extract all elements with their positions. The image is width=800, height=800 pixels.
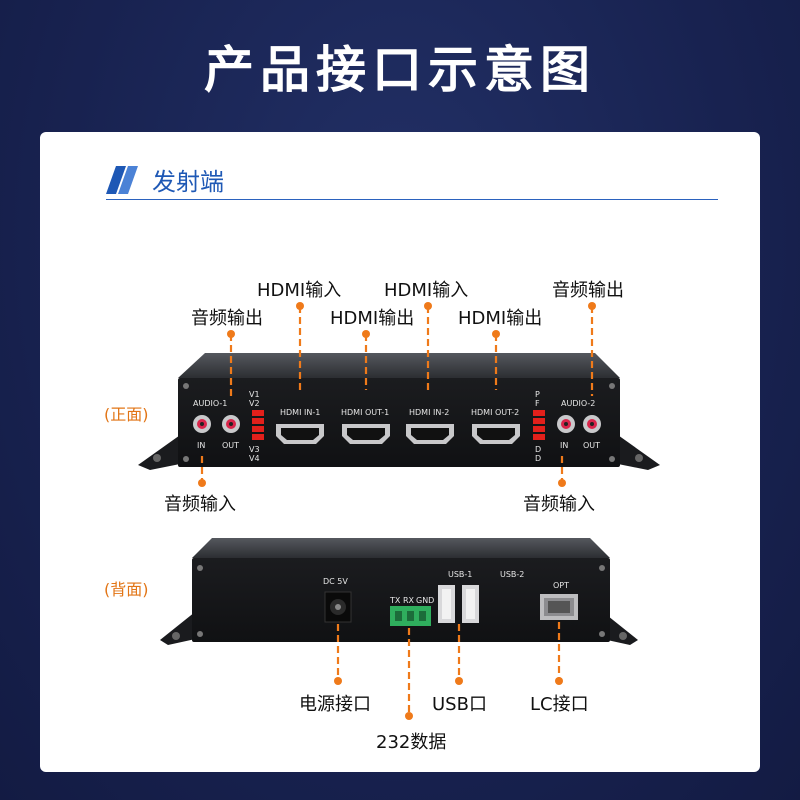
screw-icon	[197, 631, 203, 637]
front-view-label: (正面)	[104, 405, 149, 424]
callout-power-port: 电源接口	[299, 694, 371, 715]
callout-lc-port: LC接口	[530, 694, 589, 715]
screw-icon	[172, 632, 180, 640]
audio1-in-jack	[193, 415, 211, 433]
callout-audio-in-right: 音频输入	[523, 494, 595, 515]
hdmi-out-1-port	[342, 424, 390, 444]
back-device: DC 5V TX RX GND USB-1	[160, 538, 638, 645]
led-d1-label: D	[535, 445, 541, 454]
rs232-terminal	[390, 606, 431, 626]
led-p-label: P	[535, 390, 540, 399]
hdmi-in-2-label: HDMI IN-2	[409, 408, 449, 417]
audio1-out-jack	[222, 415, 240, 433]
section-divider	[106, 199, 718, 200]
led-v3-label: V3	[249, 445, 260, 454]
hdmi-in-1-port	[276, 424, 324, 444]
screw-icon	[619, 632, 627, 640]
hdmi-out-2-port	[472, 424, 520, 444]
callout-hdmi-in-2: HDMI输入	[384, 280, 469, 301]
hdmi-out-2-label: HDMI OUT-2	[471, 408, 519, 417]
screw-icon	[183, 456, 189, 462]
usb1-port	[438, 585, 455, 623]
front-device: AUDIO-1 IN OUT V1 V2 V3 V4 HDMI IN-1	[138, 353, 660, 470]
screw-icon	[635, 454, 643, 462]
audio1-in-label: IN	[197, 441, 205, 450]
tx-label: TX	[389, 596, 401, 605]
callout-hdmi-out-2: HDMI输出	[458, 308, 543, 329]
rx-label: RX	[403, 596, 415, 605]
back-view-label: (背面)	[104, 580, 149, 599]
usb2-label: USB-2	[500, 570, 524, 579]
callout-rs232: 232数据	[376, 732, 447, 753]
page-title: 产品接口示意图	[204, 41, 596, 99]
usb2-port	[462, 585, 479, 623]
hdmi-in-1-label: HDMI IN-1	[280, 408, 320, 417]
led-v2-label: V2	[249, 399, 260, 408]
led-d2-label: D	[535, 454, 541, 463]
screw-icon	[599, 565, 605, 571]
back-leaders	[334, 622, 563, 720]
lc-fiber-port	[540, 594, 578, 620]
front-leaders	[198, 302, 596, 487]
audio2-out-label: OUT	[583, 441, 600, 450]
screw-icon	[609, 383, 615, 389]
led-indicator-right	[533, 410, 545, 440]
callout-usb-port: USB口	[432, 694, 487, 715]
audio2-out-jack	[583, 415, 601, 433]
led-v4-label: V4	[249, 454, 260, 463]
screw-icon	[183, 383, 189, 389]
section-title: 发射端	[152, 168, 224, 196]
gnd-label: GND	[416, 596, 434, 605]
callout-audio-in-left: 音频输入	[164, 494, 236, 515]
callout-audio-out-left: 音频输出	[191, 308, 263, 329]
audio2-in-jack	[557, 415, 575, 433]
screw-icon	[609, 456, 615, 462]
screw-icon	[197, 565, 203, 571]
dc-power-jack	[324, 591, 352, 623]
led-f-label: F	[535, 399, 540, 408]
callout-hdmi-out-1: HDMI输出	[330, 308, 415, 329]
usb1-label: USB-1	[448, 570, 472, 579]
audio1-label: AUDIO-1	[193, 399, 227, 408]
audio2-label: AUDIO-2	[561, 399, 595, 408]
led-v1-label: V1	[249, 390, 260, 399]
hdmi-in-2-port	[406, 424, 454, 444]
hdmi-out-1-label: HDMI OUT-1	[341, 408, 389, 417]
callout-audio-out-right: 音频输出	[552, 280, 624, 301]
callout-hdmi-in-1: HDMI输入	[257, 280, 342, 301]
dc-label: DC 5V	[323, 577, 348, 586]
section-bars-icon	[106, 166, 138, 194]
audio1-out-label: OUT	[222, 441, 239, 450]
audio2-in-label: IN	[560, 441, 568, 450]
screw-icon	[153, 454, 161, 462]
opt-label: OPT	[553, 581, 569, 590]
screw-icon	[599, 631, 605, 637]
led-indicator-left	[252, 410, 264, 440]
